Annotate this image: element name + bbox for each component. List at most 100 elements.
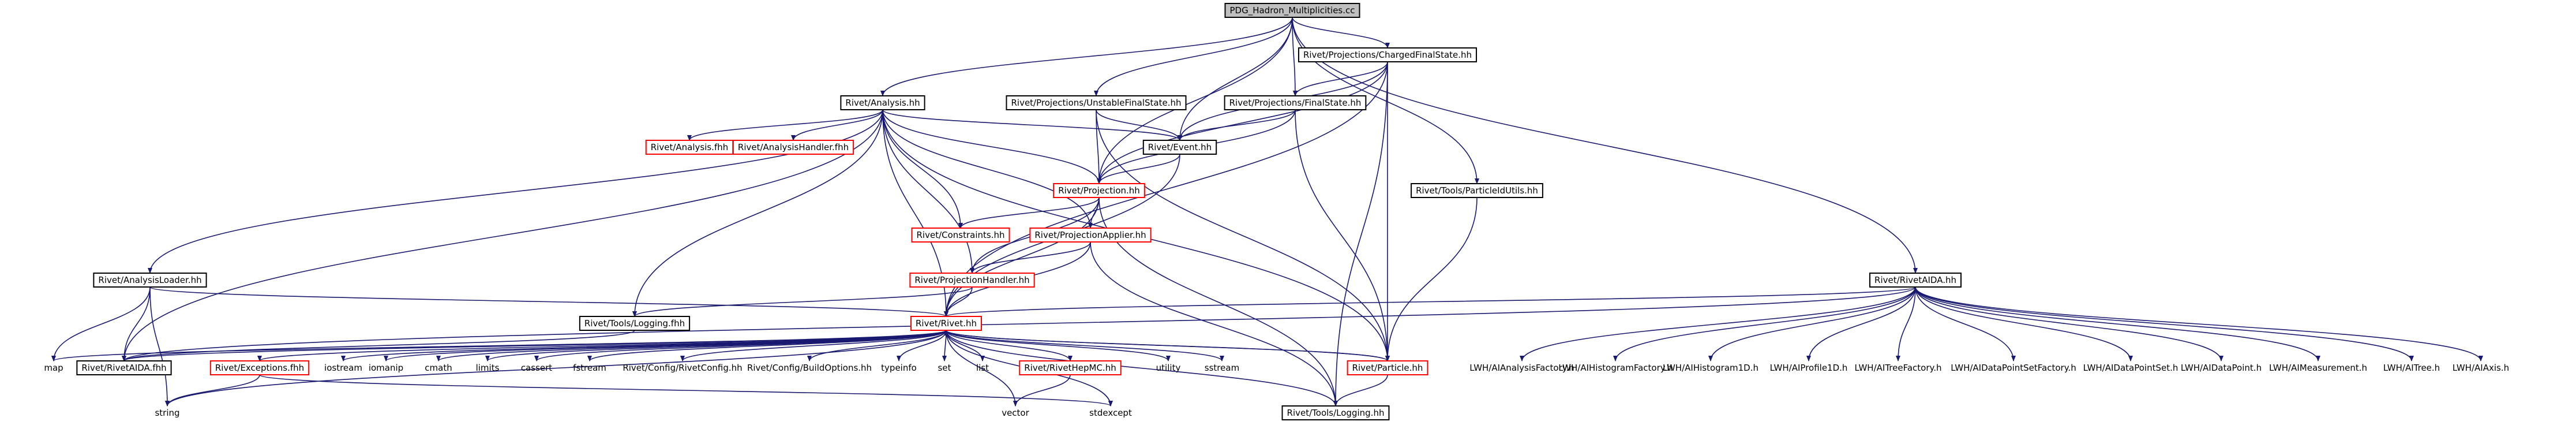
node-rivet-analysisloader-hh[interactable]: Rivet/AnalysisLoader.hh: [93, 273, 207, 288]
node-iomanip[interactable]: iomanip: [369, 363, 403, 373]
node-vector[interactable]: vector: [1002, 408, 1029, 418]
node-string[interactable]: string: [155, 408, 179, 418]
node-rivet-config-rivetconfig-hh[interactable]: Rivet/Config/RivetConfig.hh: [623, 363, 742, 373]
node-label: Rivet/Config/BuildOptions.hh: [747, 363, 872, 373]
node-rivet-projection-hh[interactable]: Rivet/Projection.hh: [1053, 183, 1145, 198]
node-lwh-aitreefactory-h[interactable]: LWH/AITreeFactory.h: [1854, 363, 1941, 373]
edge-rivetaida-to-iafactory: [1520, 286, 1916, 361]
node-stdexcept[interactable]: stdexcept: [1089, 408, 1132, 418]
edge-aloader-to-rivethh: [149, 286, 948, 317]
node-box: [76, 360, 172, 375]
node-label: Rivet/Exceptions.fhh: [215, 363, 304, 373]
edge-rivethh-to-logginghh: [946, 330, 1338, 407]
edge-analysis-to-ahandler: [791, 109, 883, 141]
node-utility[interactable]: utility: [1156, 363, 1181, 373]
edge-rivethh-to-iomanip: [384, 330, 947, 361]
node-rivet-rivetaida-hh[interactable]: Rivet/RivetAIDA.hh: [1869, 273, 1962, 288]
node-iostream[interactable]: iostream: [324, 363, 362, 373]
edge-putils-to-particle: [1385, 197, 1478, 361]
node-box: [1019, 360, 1122, 375]
node-map[interactable]: map: [44, 363, 63, 373]
node-rivet-analysis-hh[interactable]: Rivet/Analysis.hh: [840, 95, 925, 110]
node-rivet-event-hh[interactable]: Rivet/Event.hh: [1142, 140, 1217, 155]
node-list[interactable]: list: [976, 363, 989, 373]
edge-rivetaida-to-ip1d: [1806, 286, 1916, 361]
node-box: [1411, 183, 1543, 198]
node-lwh-aidatapointsetfactory-h[interactable]: LWH/AIDataPointSetFactory.h: [1951, 363, 2076, 373]
node-label: Rivet/Constraints.hh: [917, 230, 1005, 240]
edge-rivetaida-to-rivethh: [944, 286, 1916, 317]
node-lwh-aihistogramfactory-h[interactable]: LWH/AIHistogramFactory.h: [1558, 363, 1673, 373]
node-rivet-rivetaida-fhh[interactable]: Rivet/RivetAIDA.fhh: [76, 360, 172, 375]
edge-root-to-rivetaida: [1292, 17, 1918, 274]
node-typeinfo[interactable]: typeinfo: [881, 363, 917, 373]
node-lwh-aimeasurement-h[interactable]: LWH/AIMeasurement.h: [2269, 363, 2367, 373]
edge-projection-to-constraints: [958, 197, 1100, 229]
node-label: Rivet/Projections/ChargedFinalState.hh: [1303, 50, 1472, 60]
node-label: iostream: [324, 363, 362, 373]
node-rivet-projections-chargedfinalstate-hh[interactable]: Rivet/Projections/ChargedFinalState.hh: [1298, 47, 1478, 62]
edge-particle-to-logginghh: [1333, 374, 1388, 407]
edge-ufs-to-projection: [1096, 109, 1101, 184]
node-cassert[interactable]: cassert: [521, 363, 552, 373]
node-lwh-aidatapointset-h[interactable]: LWH/AIDataPointSet.h: [2083, 363, 2178, 373]
node-label: Rivet/Event.hh: [1148, 142, 1212, 152]
node-rivet-projections-unstablefinalstate-hh[interactable]: Rivet/Projections/UnstableFinalState.hh: [1006, 95, 1187, 110]
edge-exceptions-to-string: [165, 374, 260, 407]
edge-analysis-to-projection: [882, 109, 1101, 184]
node-rivet-tools-logging-hh[interactable]: Rivet/Tools/Logging.hh: [1281, 405, 1390, 420]
node-box: [1053, 183, 1145, 198]
node-label: typeinfo: [881, 363, 917, 373]
node-label: Rivet/Config/RivetConfig.hh: [623, 363, 742, 373]
node-lwh-aiaxis-h[interactable]: LWH/AIAxis.h: [2453, 363, 2509, 373]
node-limits[interactable]: limits: [476, 363, 500, 373]
node-label: LWH/AIMeasurement.h: [2269, 363, 2367, 373]
node-rivet-projectionhandler-hh[interactable]: Rivet/ProjectionHandler.hh: [909, 273, 1035, 288]
node-lwh-aidatapoint-h[interactable]: LWH/AIDataPoint.h: [2181, 363, 2262, 373]
edge-root-to-event: [1178, 17, 1293, 141]
node-label: cmath: [425, 363, 452, 373]
node-box: [1224, 3, 1360, 18]
node-label: Rivet/ProjectionHandler.hh: [914, 275, 1029, 285]
node-label: LWH/AIAnalysisFactory.h: [1469, 363, 1574, 373]
edge-analysis-to-aloader: [148, 109, 883, 274]
node-rivet-tools-particleidutils-hh[interactable]: Rivet/Tools/ParticleIdUtils.hh: [1411, 183, 1543, 198]
node-rivet-analysishandler-fhh[interactable]: Rivet/AnalysisHandler.fhh: [732, 140, 854, 155]
edge-analysis-to-event: [882, 109, 1182, 141]
node-box: [93, 273, 207, 288]
node-cmath[interactable]: cmath: [425, 363, 452, 373]
node-lwh-aianalysisfactory-h[interactable]: LWH/AIAnalysisFactory.h: [1469, 363, 1574, 373]
node-label: Rivet/Projection.hh: [1058, 185, 1140, 196]
node-label: string: [155, 408, 179, 418]
node-label: LWH/AIDataPoint.h: [2181, 363, 2262, 373]
edge-rivetaida-to-ihfactory: [1613, 286, 1916, 361]
node-lwh-aihistogram1d-h[interactable]: LWH/AIHistogram1D.h: [1663, 363, 1758, 373]
node-rivet-particle-hh[interactable]: Rivet/Particle.hh: [1347, 360, 1428, 375]
node-label: limits: [476, 363, 500, 373]
edge-rivethh-to-rivetaidafhh: [122, 330, 947, 361]
node-sstream[interactable]: sstream: [1205, 363, 1239, 373]
node-label: Rivet/ProjectionApplier.hh: [1034, 230, 1146, 240]
node-box: [1347, 360, 1428, 375]
node-rivet-projections-finalstate-hh[interactable]: Rivet/Projections/FinalState.hh: [1224, 95, 1367, 110]
edge-cfs-to-fs: [1293, 61, 1388, 96]
node-rivet-config-buildoptions-hh[interactable]: Rivet/Config/BuildOptions.hh: [747, 363, 872, 373]
node-rivet-rivethepmc-hh[interactable]: Rivet/RivetHepMC.hh: [1019, 360, 1122, 375]
node-pdg-hadron-multiplicities-cc[interactable]: PDG_Hadron_Multiplicities.cc: [1224, 3, 1360, 18]
node-rivet-constraints-hh[interactable]: Rivet/Constraints.hh: [911, 228, 1010, 243]
node-rivet-rivet-hh[interactable]: Rivet/Rivet.hh: [910, 316, 982, 331]
node-label: LWH/AIProfile1D.h: [1770, 363, 1848, 373]
node-fstream[interactable]: fstream: [573, 363, 606, 373]
node-rivet-analysis-fhh[interactable]: Rivet/Analysis.fhh: [645, 140, 734, 155]
node-set[interactable]: set: [938, 363, 951, 373]
node-lwh-aiprofile1d-h[interactable]: LWH/AIProfile1D.h: [1770, 363, 1848, 373]
node-label: LWH/AITreeFactory.h: [1854, 363, 1941, 373]
node-lwh-aitree-h[interactable]: LWH/AITree.h: [2383, 363, 2440, 373]
edge-analysis-to-loggingfhh: [632, 109, 883, 317]
node-rivet-projectionapplier-hh[interactable]: Rivet/ProjectionApplier.hh: [1029, 228, 1152, 243]
edge-rivetaida-to-rivetaidafhh: [122, 286, 1916, 361]
node-rivet-exceptions-fhh[interactable]: Rivet/Exceptions.fhh: [209, 360, 310, 375]
edge-event-to-projection: [1097, 154, 1180, 184]
node-rivet-tools-logging-fhh[interactable]: Rivet/Tools/Logging.fhh: [579, 316, 691, 331]
node-layer: PDG_Hadron_Multiplicities.ccRivet/Projec…: [44, 3, 2509, 420]
